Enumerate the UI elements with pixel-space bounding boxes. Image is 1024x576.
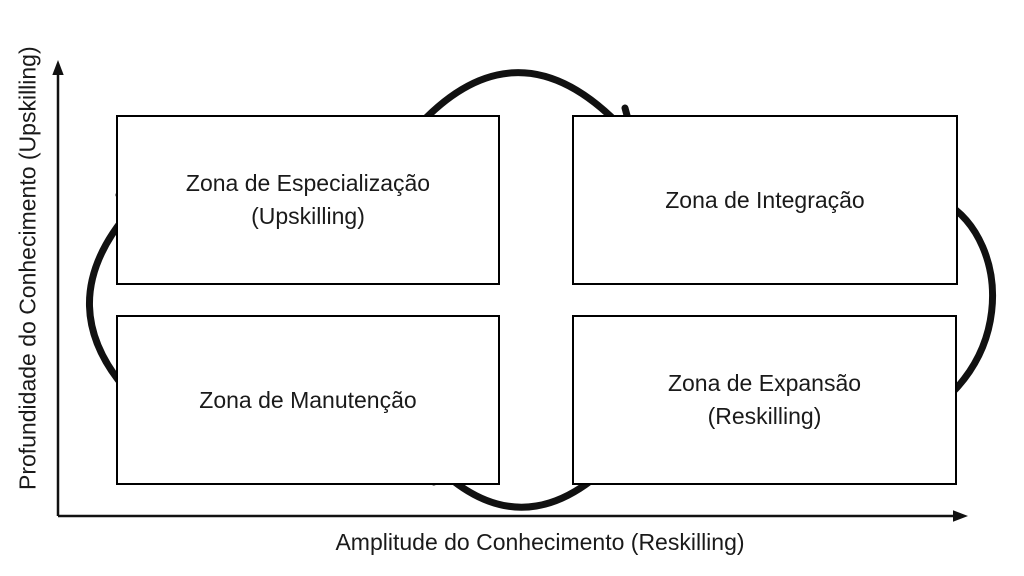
quadrant-box-integracao: Zona de Integração <box>572 115 958 285</box>
quadrant-box-especializacao: Zona de Especialização (Upskilling) <box>116 115 500 285</box>
quadrant-box-manutencao: Zona de Manutenção <box>116 315 500 485</box>
quadrant-label: Zona de Especialização <box>185 170 431 197</box>
quadrant-label: Zona de Expansão <box>667 370 862 397</box>
quadrant-sublabel: (Reskilling) <box>707 403 822 429</box>
quadrant-label: Zona de Integração <box>665 186 865 213</box>
quadrant-label: Zona de Manutenção <box>199 386 417 413</box>
x-axis-arrowhead <box>953 510 968 522</box>
y-axis-label: Profundidade do Conhecimento (Upskilling… <box>14 46 41 490</box>
x-axis-label: Amplitude do Conhecimento (Reskilling) <box>335 529 745 555</box>
axes-group <box>52 60 968 522</box>
quadrant-box-expansao: Zona de Expansão (Reskilling) <box>572 315 957 485</box>
y-axis-arrowhead <box>52 60 64 75</box>
quadrant-sublabel: (Upskilling) <box>251 203 365 229</box>
